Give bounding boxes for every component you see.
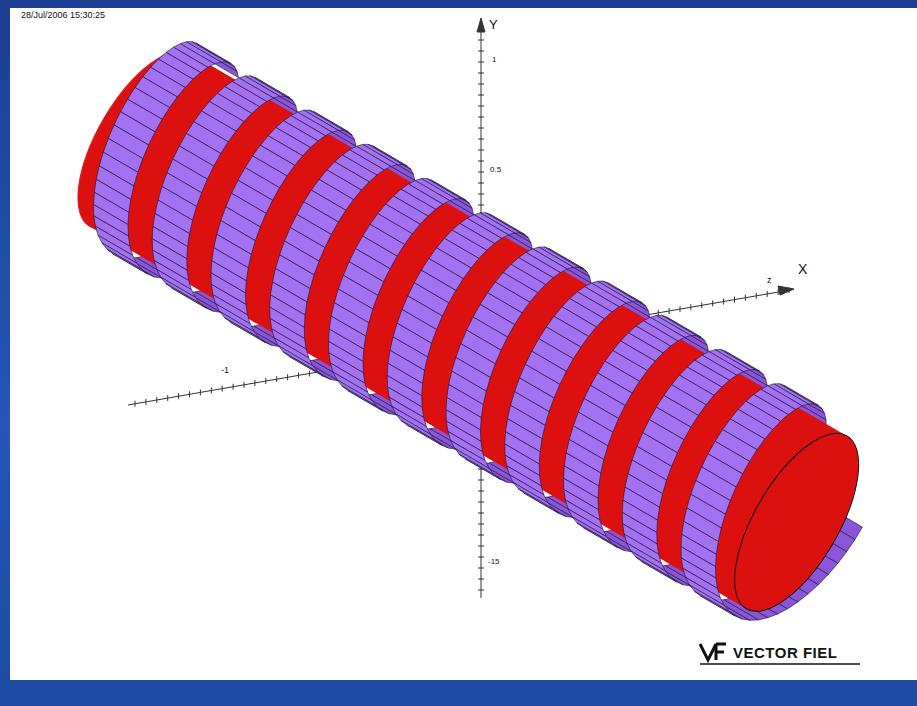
coil-band (102, 243, 142, 269)
coil-band (216, 304, 255, 332)
coil-band (695, 591, 736, 616)
coil-band (225, 318, 266, 343)
cylinder-body (90, 54, 847, 609)
coil-band (401, 420, 442, 445)
coil-band (278, 346, 318, 372)
coil-band (396, 414, 436, 440)
coil-band (686, 577, 725, 605)
vector-fields-logo (700, 644, 860, 664)
coil-band (220, 311, 260, 337)
cylinder-end (710, 415, 883, 630)
coil-band (283, 352, 324, 377)
coil-band (513, 483, 553, 509)
coil-band (577, 523, 618, 548)
coil-band (107, 249, 148, 274)
coil-band (157, 270, 195, 298)
coil-band (631, 551, 671, 577)
tick-value: -1 (220, 366, 230, 376)
coil-band (627, 543, 665, 571)
coil-band (274, 338, 312, 366)
coil-band (451, 441, 490, 469)
coil-band (342, 386, 383, 411)
coil-band (509, 475, 547, 503)
tick-value: 1 (491, 56, 497, 65)
coil-band (690, 585, 730, 611)
axis-name: X (797, 262, 808, 277)
coil-band (392, 406, 430, 434)
coil-band (636, 557, 677, 582)
coil-band (568, 509, 607, 537)
axis-name: z (766, 276, 773, 286)
timestamp: 28/Jul/2006 15:30:25 (20, 11, 106, 21)
axis-name: Y (488, 18, 499, 32)
coil-band (337, 380, 377, 406)
coil-band (98, 235, 137, 263)
logo-text: VECTOR FIEL (732, 645, 838, 662)
coil-band (455, 448, 495, 474)
tick-value: -15 (487, 558, 501, 567)
coil-band (161, 277, 201, 303)
coil-band (518, 489, 559, 514)
coil-band (572, 517, 612, 543)
tick-value: 0.5 (489, 166, 502, 175)
coil-band (333, 372, 372, 400)
coil-band (166, 283, 207, 308)
coil-band (460, 455, 501, 480)
